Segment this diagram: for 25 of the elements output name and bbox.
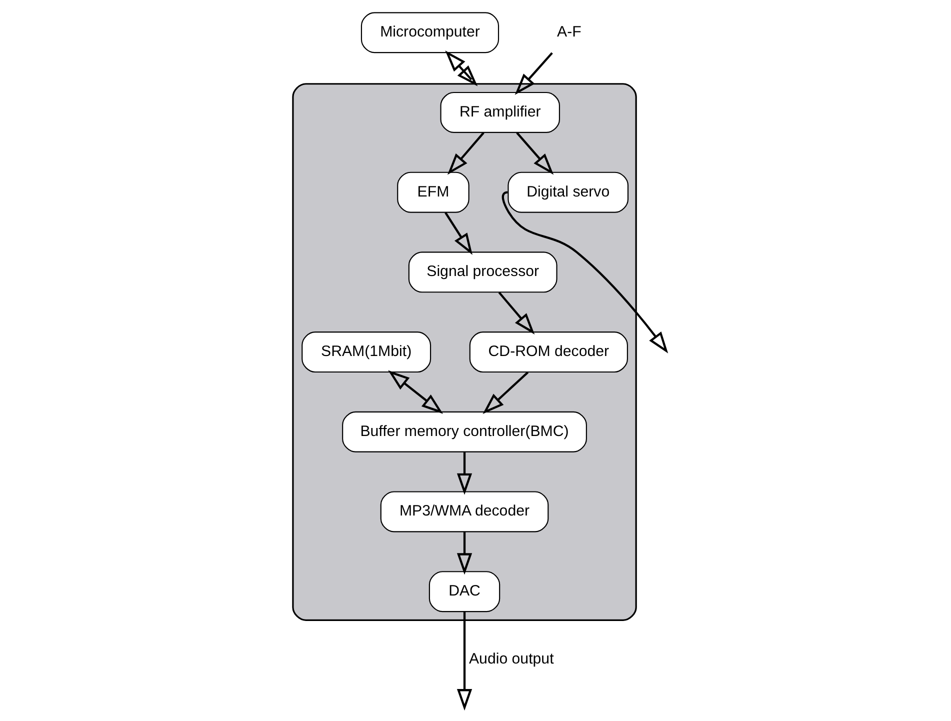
node-box: Buffer memory controller(BMC) <box>342 411 587 452</box>
node-box: EFM <box>397 172 470 213</box>
edge-label: Audio output <box>469 650 554 668</box>
node-box: MP3/WMA decoder <box>380 491 549 532</box>
cluster <box>292 83 637 621</box>
arrow <box>447 132 484 175</box>
node-box: Digital servo <box>508 172 629 213</box>
node-box: Signal processor <box>408 252 558 293</box>
node-box: DAC <box>428 571 500 612</box>
arrow <box>456 532 472 575</box>
arrow <box>388 370 444 414</box>
arrow <box>502 191 668 354</box>
arrow <box>482 372 529 414</box>
arrow <box>456 452 472 495</box>
arrow <box>498 292 535 334</box>
node-box: Microcomputer <box>360 12 500 54</box>
arrow <box>456 612 472 711</box>
arrow <box>516 132 554 175</box>
node-box: SRAM(1Mbit) <box>302 332 432 373</box>
arrow <box>445 50 478 86</box>
node-box: RF amplifier <box>440 92 560 133</box>
node-text: A-F <box>557 24 582 41</box>
arrow <box>514 52 553 95</box>
arrow <box>444 212 472 255</box>
node-box: CD-ROM decoder <box>469 332 628 373</box>
